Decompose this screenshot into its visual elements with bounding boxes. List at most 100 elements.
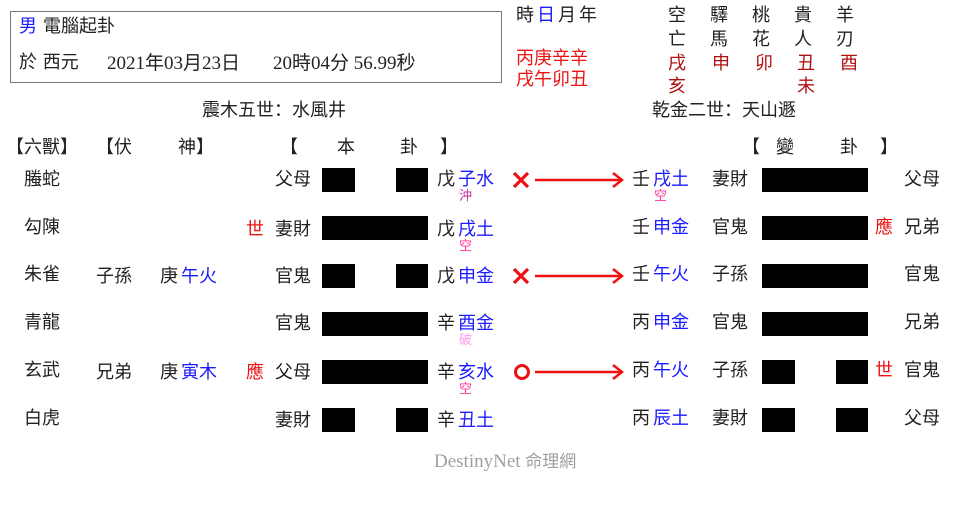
yin-line-left <box>322 264 355 288</box>
changed-branch: 申金 <box>653 312 689 333</box>
footer-brand: DestinyNet 命理網 <box>434 452 576 471</box>
relation: 父母 <box>275 169 311 190</box>
kong-mark: 空 <box>459 239 473 254</box>
stem: 辛 <box>437 362 455 383</box>
kong-mark: 空 <box>654 189 668 204</box>
shensha-title: 空 <box>668 5 686 26</box>
header-ben-open: 【 <box>280 137 298 158</box>
branch: 申金 <box>458 266 494 287</box>
header-ben-close: 】 <box>440 137 458 158</box>
changed-relation: 官鬼 <box>712 217 748 238</box>
shensha-value: 丑 <box>797 53 815 74</box>
fushen-relation: 兄弟 <box>96 362 132 383</box>
ying-mark: 應 <box>875 217 893 238</box>
header-ben-2: 卦 <box>400 137 418 158</box>
end-relation: 兄弟 <box>904 217 940 238</box>
changed-relation: 子孫 <box>712 360 748 381</box>
yang-line <box>762 216 868 240</box>
time-value: 20時04分 56.99秒 <box>273 53 416 74</box>
changed-stem: 丙 <box>632 312 650 333</box>
moving-yao-o-arrow-icon <box>514 364 625 380</box>
yin-line-right <box>396 408 428 432</box>
stem: 戊 <box>437 266 455 287</box>
yang-line <box>322 360 428 384</box>
changed-branch: 午火 <box>653 360 689 381</box>
date-prefix: 於 西元 <box>19 52 79 73</box>
beast: 白虎 <box>24 408 60 429</box>
yin-line-left <box>762 408 795 432</box>
shensha-value: 戌 <box>668 53 686 74</box>
changed-relation: 子孫 <box>712 264 748 285</box>
header-liushou: 【六獸】 <box>6 137 78 158</box>
footer-brand-latin: DestinyNet <box>434 451 521 472</box>
changed-branch: 申金 <box>653 217 689 238</box>
pillar-stems: 丙庚辛辛 <box>516 48 588 69</box>
branch: 亥水 <box>458 362 494 383</box>
footer-brand-cjk: 命理網 <box>525 452 577 472</box>
changed-relation: 妻財 <box>712 408 748 429</box>
header-fushen-open: 【伏 <box>96 137 132 158</box>
changed-stem: 丙 <box>632 408 650 429</box>
yang-line <box>762 264 868 288</box>
end-relation: 官鬼 <box>904 264 940 285</box>
relation: 官鬼 <box>275 266 311 287</box>
relation: 妻財 <box>275 219 311 240</box>
shensha-value: 亥 <box>668 76 686 97</box>
yin-line-left <box>762 360 795 384</box>
shensha-title: 桃 <box>752 5 770 26</box>
shi-mark: 世 <box>875 360 893 381</box>
fushen-branch: 寅木 <box>181 362 217 383</box>
ying-mark: 應 <box>246 362 264 383</box>
fushen-branch: 午火 <box>181 266 217 287</box>
yang-line <box>762 168 868 192</box>
changed-stem: 丙 <box>632 360 650 381</box>
yang-line <box>322 216 428 240</box>
shensha-value: 卯 <box>755 53 773 74</box>
fushen-relation: 子孫 <box>96 266 132 287</box>
pillar-label-month: 月 <box>558 5 576 26</box>
shensha-title: 亡 <box>668 29 686 50</box>
yin-line-right <box>836 360 868 384</box>
changed-branch: 辰土 <box>653 408 689 429</box>
header-bian-2: 卦 <box>840 137 858 158</box>
header-ben-1: 本 <box>337 137 355 158</box>
yin-line-right <box>396 264 428 288</box>
changed-branch: 午火 <box>653 264 689 285</box>
pillar-branches: 戌午卯丑 <box>516 69 588 90</box>
po-mark: 破 <box>459 333 473 348</box>
end-relation: 父母 <box>904 169 940 190</box>
shensha-title: 羊 <box>836 5 854 26</box>
fushen-stem: 庚 <box>160 266 178 287</box>
yang-line <box>322 312 428 336</box>
changed-relation: 官鬼 <box>712 312 748 333</box>
shensha-title: 人 <box>794 29 812 50</box>
chong-mark: 沖 <box>459 189 473 204</box>
pillar-label-year: 年 <box>579 5 597 26</box>
shensha-title: 花 <box>752 29 770 50</box>
stem: 戊 <box>437 169 455 190</box>
method-label: 電腦起卦 <box>43 16 115 37</box>
branch: 戌土 <box>458 219 494 240</box>
relation: 父母 <box>275 362 311 383</box>
changed-relation: 妻財 <box>712 169 748 190</box>
stem: 辛 <box>437 313 455 334</box>
pillar-label-day: 日 <box>537 5 555 26</box>
divination-info-box: 男 電腦起卦 於 西元 2021年03月23日 20時04分 56.99秒 <box>10 11 502 83</box>
shensha-value: 未 <box>797 76 815 97</box>
yang-line <box>762 312 868 336</box>
yin-line-right <box>396 168 428 192</box>
end-relation: 官鬼 <box>904 360 940 381</box>
shensha-title: 馬 <box>710 29 728 50</box>
kong-mark: 空 <box>459 382 473 397</box>
shi-mark: 世 <box>246 219 264 240</box>
changed-hexagram-title: 乾金二世：天山遯 <box>652 100 796 121</box>
shensha-title: 驛 <box>710 5 728 26</box>
header-bian-close: 】 <box>880 137 898 158</box>
fushen-stem: 庚 <box>160 362 178 383</box>
branch: 子水 <box>458 169 494 190</box>
beast: 螣蛇 <box>24 169 60 190</box>
relation: 官鬼 <box>275 313 311 334</box>
changed-branch: 戌土 <box>653 169 689 190</box>
branch: 酉金 <box>458 313 494 334</box>
moving-yao-x-arrow-icon <box>512 267 625 285</box>
